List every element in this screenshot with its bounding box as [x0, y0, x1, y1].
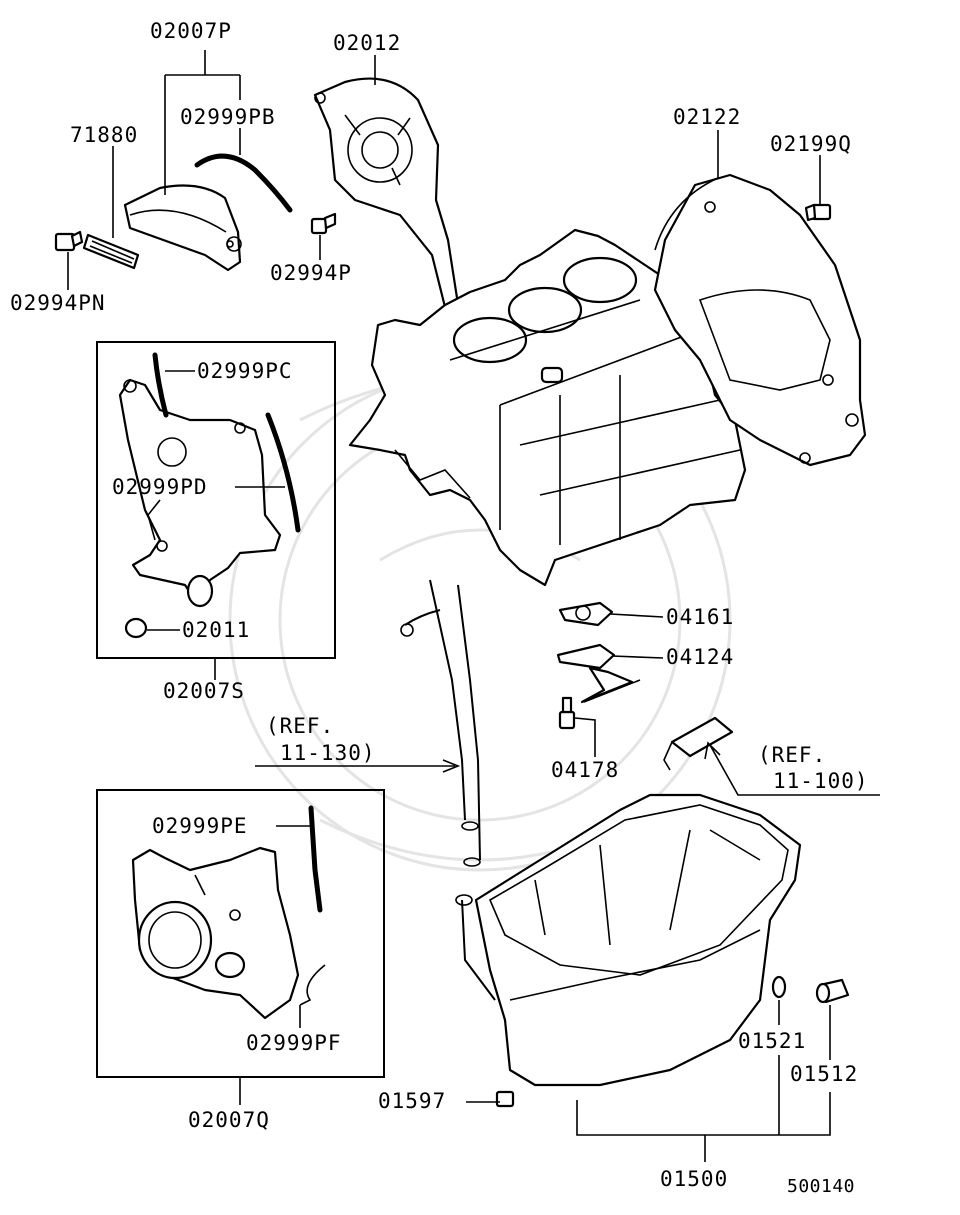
label-01521: 01521	[738, 1029, 806, 1053]
label-02999PE: 02999PE	[152, 814, 248, 838]
label-04124: 04124	[666, 645, 734, 669]
label-02199Q: 02199Q	[770, 132, 852, 156]
label-02994P: 02994P	[270, 261, 352, 285]
label-02007P: 02007P	[150, 19, 232, 43]
middle-cover-02007Q-parts	[131, 805, 326, 1020]
timing-back-plate	[313, 77, 464, 337]
bolt-04178	[558, 696, 576, 730]
label-02007Q: 02007Q	[188, 1108, 270, 1132]
lower-cover-02007S-parts	[118, 352, 301, 639]
label-04161: 04161	[666, 605, 734, 629]
washer-01521	[771, 975, 787, 999]
label-02007S: 02007S	[163, 679, 245, 703]
upper-timing-cover	[123, 184, 242, 272]
group-box-02007S	[96, 341, 336, 659]
label-04178: 04178	[551, 758, 619, 782]
label-ref-11-130-line1: (REF.	[266, 714, 334, 738]
cylinder-block	[348, 228, 747, 587]
bolt-02199Q	[804, 203, 832, 222]
label-01597: 01597	[378, 1089, 446, 1113]
oil-pan	[455, 793, 802, 1087]
oil-pressure-switch	[663, 716, 734, 771]
diagram-id: 500140	[787, 1176, 855, 1197]
label-02011: 02011	[182, 618, 250, 642]
label-02999PD: 02999PD	[112, 475, 208, 499]
label-01512: 01512	[790, 1062, 858, 1086]
seal-strip-71880	[82, 233, 140, 270]
label-ref-11-100-line1: (REF.	[758, 743, 826, 767]
leader-lines	[67, 50, 880, 1162]
label-ref-11-100-line2: 11-100)	[773, 769, 869, 793]
label-ref-11-130-line2: 11-130)	[280, 741, 376, 765]
dipstick-tube	[400, 579, 481, 867]
label-71880: 71880	[70, 123, 138, 147]
label-02122: 02122	[673, 105, 741, 129]
bolt-01597	[495, 1090, 515, 1108]
label-02999PF: 02999PF	[246, 1031, 342, 1055]
gasket-04161	[558, 601, 614, 627]
part-labels: 02007P 02012 02999PB 71880 02122 02199Q …	[10, 19, 869, 1197]
label-02994PN: 02994PN	[10, 291, 106, 315]
rear-plate	[653, 173, 867, 467]
label-02999PB: 02999PB	[180, 105, 276, 129]
bolt-02994P	[310, 212, 337, 235]
bolt-02994PN	[54, 230, 84, 252]
gasket-02999PB	[194, 153, 293, 213]
label-01500: 01500	[660, 1167, 728, 1191]
drain-bolt-01512	[815, 978, 850, 1004]
oil-screen-04124	[556, 643, 641, 704]
label-02999PC: 02999PC	[197, 359, 293, 383]
label-02012: 02012	[333, 31, 401, 55]
